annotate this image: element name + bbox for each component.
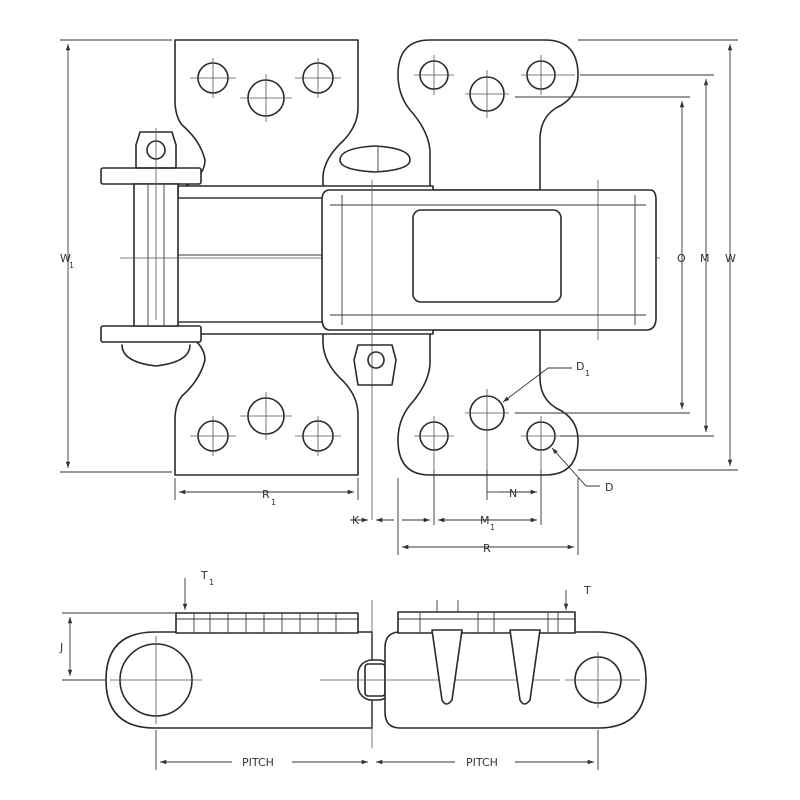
label-w: W: [725, 252, 736, 265]
label-d: D: [605, 481, 613, 494]
label-d1: D: [576, 360, 584, 373]
right-attachment-plate: [397, 39, 579, 476]
vertical-dimensions: [60, 39, 738, 473]
label-t1-sub: 1: [209, 578, 214, 587]
left-top-plate: [175, 612, 359, 634]
horizontal-dimensions: [174, 470, 579, 555]
label-r: R: [483, 542, 491, 555]
label-d1-sub: 1: [585, 369, 590, 378]
right-top-plate: [397, 600, 576, 705]
label-t: T: [583, 584, 591, 597]
side-view: T 1 T J PITCH PITCH: [59, 569, 647, 770]
label-o: O: [677, 252, 686, 265]
label-j: J: [59, 641, 63, 654]
label-r1-sub: 1: [271, 498, 276, 507]
left-pin: [121, 128, 191, 367]
label-m: M: [700, 252, 710, 265]
label-n: N: [509, 487, 517, 500]
label-w1-sub: 1: [69, 261, 74, 270]
center-link: [321, 180, 657, 520]
label-m1: M: [480, 514, 490, 527]
top-view: W 1 O M W D 1 D N R 1 K M 1 R: [60, 39, 738, 555]
label-t1: T: [200, 569, 208, 582]
left-link-body: [105, 631, 373, 729]
left-attachment-plate: [174, 39, 359, 476]
label-pitch-right: PITCH: [466, 756, 498, 769]
lower-cotter: [353, 344, 397, 386]
label-pitch-left: PITCH: [242, 756, 274, 769]
upper-pin-head: [339, 145, 411, 173]
leaders: [502, 367, 600, 487]
label-k: K: [352, 514, 360, 527]
label-r1: R: [262, 488, 270, 501]
label-m1-sub: 1: [490, 523, 495, 532]
label-w1: W: [60, 252, 71, 265]
